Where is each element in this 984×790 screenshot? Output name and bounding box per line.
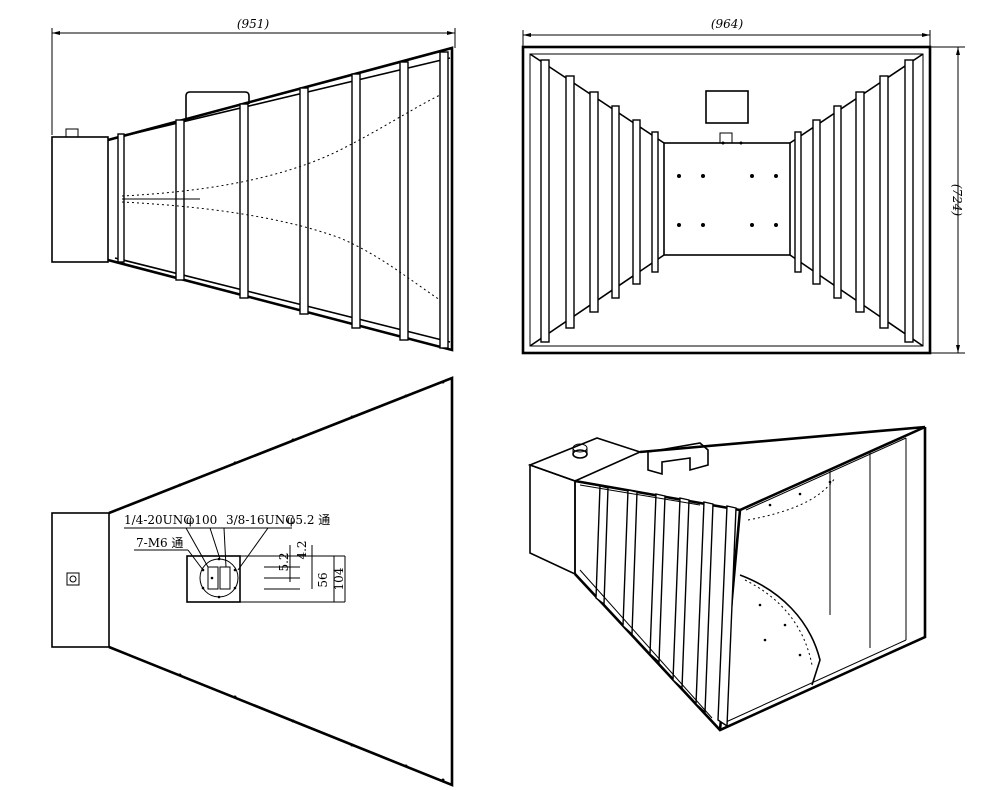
side-lower-ridge [121,201,441,301]
isometric-view [527,425,927,732]
front-handle [705,90,749,124]
m6-label: 7-M6 通 [136,536,183,550]
iso-waveguide-front [529,463,576,576]
top-width-label: (964) [711,17,744,31]
front-connector [719,132,733,144]
bolt-circle [199,558,239,598]
side-width-label: (951) [237,17,270,31]
thread-2-label: 3/8-16UNC [226,513,294,527]
iso-lower-ridge [739,574,821,686]
side-handle [185,91,250,118]
front-right-bars [794,59,914,343]
front-view: (964) (724) [521,17,965,355]
bottom-connector-square [66,572,80,586]
side-width-dimension: (951) [51,17,456,135]
dim-104: 104 [332,567,346,590]
bottom-view: 1/4-20UNC φ100 3/8-16UNC φ5.2 通 7-M6 通 5… [51,376,454,787]
side-frame-bars [117,51,449,349]
iso-frame-bars [595,485,737,728]
iso-upper-ridge [747,477,836,521]
annotation-leaders [124,527,346,603]
dim-small-1: 5.2 [277,552,291,571]
side-view: (951) [51,17,456,352]
side-upper-ridge [121,94,441,197]
top-height-dimension: (724) [930,46,965,354]
bolt-circle-label: φ100 [186,513,217,527]
top-height-label: (724) [950,184,964,217]
front-throat [663,142,791,256]
dim-56: 56 [316,572,330,587]
iso-handle [647,442,709,476]
iso-horn-right-edges [574,427,927,732]
top-width-dimension: (964) [522,17,931,47]
bottom-horn-outline [108,376,454,787]
iso-waveguide-top [527,437,643,482]
dim-small-2: 4.2 [295,540,309,559]
side-waveguide-block [51,136,109,263]
side-connector [65,128,79,138]
mount-plate [186,555,241,603]
bottom-edge-rivets [178,380,445,782]
front-left-bars [540,59,659,343]
front-holes [677,141,778,227]
side-horn-outline [107,46,454,352]
front-outer-frame [521,45,932,355]
bottom-waveguide-block [51,512,110,648]
thread-1-label: 1/4-20UNC [124,513,192,527]
hole-label: φ5.2 通 [287,513,330,527]
